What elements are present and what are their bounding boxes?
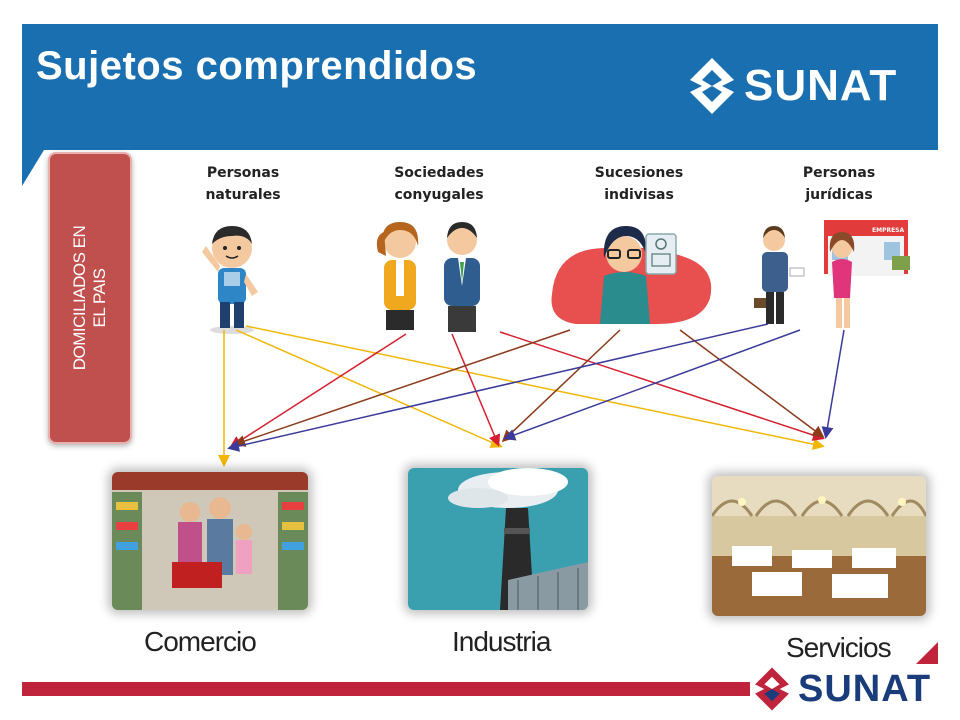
domiciled-label-box: DOMICILIADOS EN EL PAIS — [48, 152, 132, 444]
page-title: Sujetos comprendidos — [36, 44, 478, 88]
header-corner — [22, 150, 44, 186]
sector-label-servicios: Servicios — [786, 632, 892, 663]
woman-document-icon — [551, 226, 712, 324]
person-icon — [202, 226, 258, 334]
smokestack-photo — [408, 468, 588, 610]
line-sucesiones-servicios — [679, 329, 825, 438]
subject-line1: Sociedades — [394, 165, 484, 181]
building-sign-text: EMPRESA — [872, 227, 905, 234]
subject-sucesiones-indivisas: Sucesiones indivisas — [564, 162, 714, 206]
restaurant-photo — [712, 476, 926, 616]
footer-triangle — [916, 642, 938, 664]
supermarket-photo — [112, 472, 308, 610]
sunat-logo-icon — [690, 58, 734, 114]
sunat-logo-icon — [755, 667, 789, 711]
line-conyugales-servicios — [499, 331, 825, 441]
line-sucesiones-comercio — [233, 329, 571, 447]
subject-personas-naturales: Personas naturales — [168, 162, 318, 206]
line-sucesiones-industria — [501, 329, 621, 443]
line-conyugales-industria — [451, 333, 501, 447]
line-juridicas-comercio — [227, 323, 769, 452]
subject-sociedades-conyugales: Sociedades conyugales — [364, 162, 514, 206]
subject-personas-juridicas: Personas jurídicas — [764, 162, 914, 206]
subject-line1: Personas — [206, 165, 280, 181]
subject-line1: Sucesiones — [594, 165, 684, 181]
sunat-logo-text: SUNAT — [744, 61, 898, 110]
footer-bar — [22, 682, 750, 696]
sunat-logo-bottom: SUNAT — [752, 664, 931, 714]
couple-icon — [376, 222, 480, 332]
subject-line2: jurídicas — [805, 187, 873, 203]
header-banner — [22, 24, 938, 186]
business-icon: EMPRESA — [754, 220, 910, 328]
line-naturales-servicios — [245, 325, 825, 451]
line-juridicas-servicios — [821, 329, 845, 439]
line-juridicas-industria — [503, 329, 801, 441]
sunat-logo-top: SUNAT — [686, 56, 897, 116]
line-naturales-industria — [235, 329, 503, 448]
subject-line2: indivisas — [604, 187, 674, 203]
sector-label-industria: Industria — [452, 626, 551, 657]
subject-line1: Personas — [802, 165, 876, 181]
line-conyugales-comercio — [229, 333, 407, 448]
sector-label-comercio: Comercio — [144, 626, 257, 657]
subject-line2: conyugales — [394, 187, 484, 203]
subject-line2: naturales — [205, 187, 281, 203]
sunat-logo-text: SUNAT — [798, 667, 932, 710]
